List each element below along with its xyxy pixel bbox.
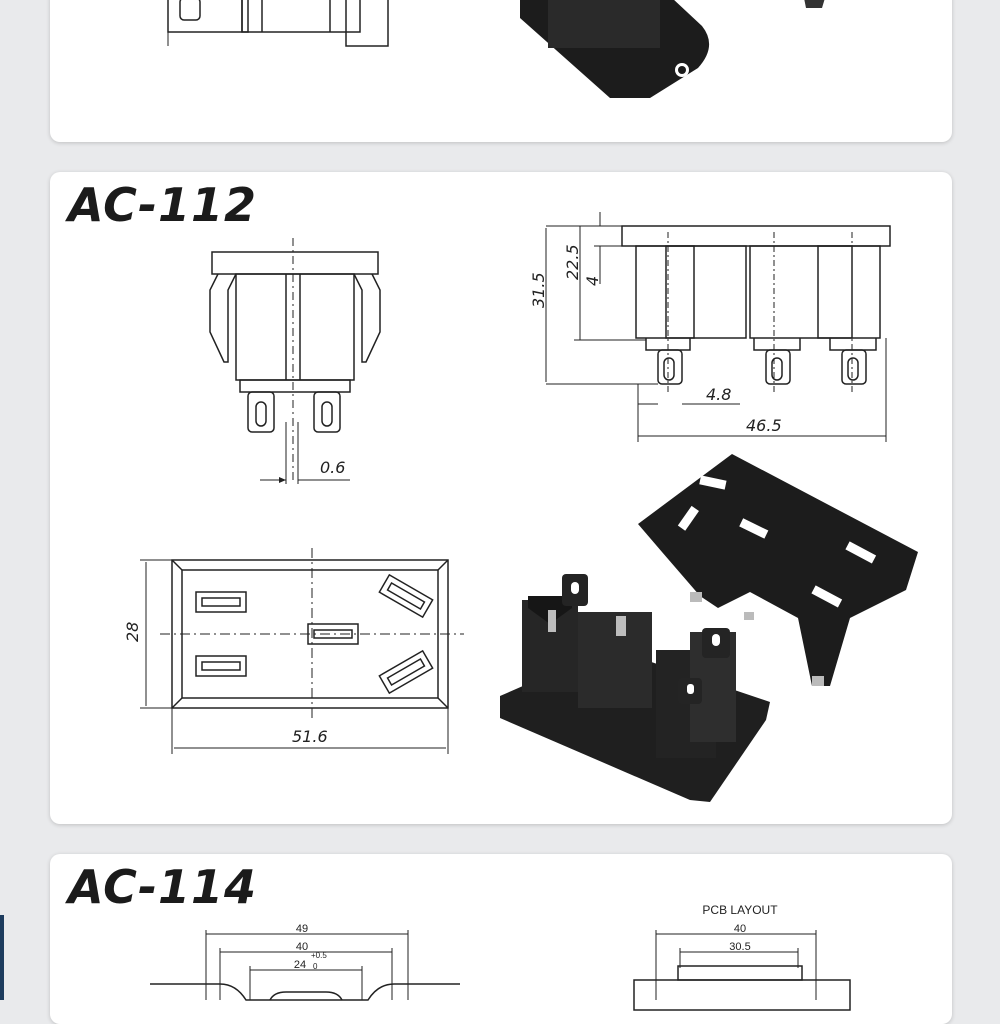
tolerance-lower: 0: [313, 962, 318, 971]
side-view-drawing: [621, 225, 891, 392]
side-view-dimensions: [545, 212, 887, 442]
ac112-section-card: AC-112 0.6: [50, 172, 952, 824]
dim-label-24: 24: [294, 959, 306, 971]
dimension-0-6: 0.6: [260, 458, 350, 483]
dim-label-4: 4: [583, 276, 602, 286]
dim-label-31-5: 31.5: [529, 272, 548, 308]
pcb-layout-label: PCB LAYOUT: [702, 903, 778, 917]
ac114-drawings: 49 40 24 +0.5 0 PCB LAYOUT 40 30.5: [150, 903, 851, 1011]
top-drawings: [167, 0, 825, 98]
top-section-card: [50, 0, 952, 142]
model-title-ac112: AC-112: [68, 178, 258, 232]
bottom-view-dimensions: [140, 559, 449, 754]
tolerance-upper: +0.5: [311, 951, 327, 960]
front-view-drawing: [209, 238, 381, 484]
dim-label-49: 49: [296, 923, 308, 935]
model-title-ac114: AC-114: [68, 860, 258, 914]
top-line-drawing: [167, 0, 389, 47]
pcb-dim-30-5: 30.5: [729, 941, 750, 953]
dim-label-46-5: 46.5: [746, 416, 782, 435]
dim-label-40: 40: [296, 941, 308, 953]
top-component-photo: [520, 0, 825, 98]
left-edge-strip: [0, 915, 4, 1000]
ac112-drawings: 0.6: [123, 212, 918, 802]
bottom-view-drawing: [160, 548, 464, 720]
dim-label-4-8: 4.8: [706, 385, 731, 404]
ac112-product-photo: [500, 454, 918, 802]
dim-label-22-5: 22.5: [563, 244, 582, 280]
dim-label-0-6: 0.6: [320, 458, 345, 477]
ac114-section-card: AC-114 49 40 24 +0.5 0: [50, 854, 952, 1024]
pcb-dim-40: 40: [734, 923, 746, 935]
dim-label-28: 28: [123, 622, 142, 642]
dim-label-51-6: 51.6: [292, 727, 328, 746]
